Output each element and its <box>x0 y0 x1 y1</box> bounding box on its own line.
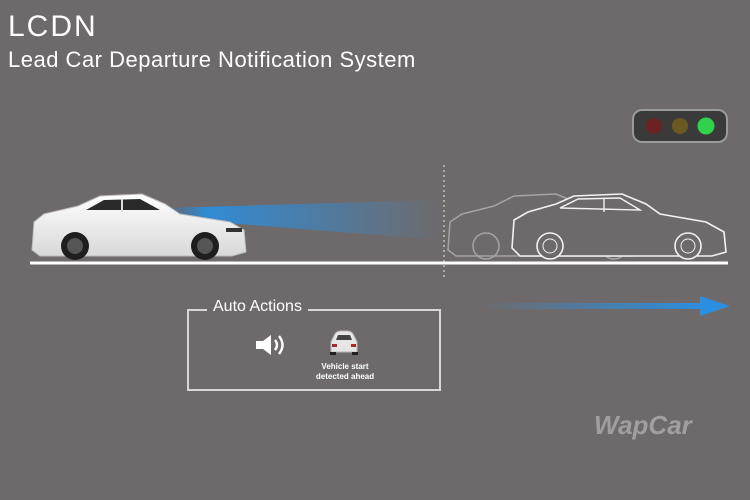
page-subtitle: Lead Car Departure Notification System <box>8 47 416 72</box>
speaker-icon <box>256 335 284 355</box>
sensor-beam <box>165 200 440 240</box>
car-caption-line1: Vehicle start <box>321 362 369 371</box>
car-icon <box>330 330 358 355</box>
lead-car-outline <box>511 193 727 260</box>
auto-actions-panel <box>187 309 441 391</box>
own-car <box>31 193 247 260</box>
car-icon-caption: Vehicle start detected ahead <box>300 362 390 382</box>
departure-arrow-icon <box>480 296 730 316</box>
traffic-light-icon <box>632 109 728 143</box>
auto-actions-title: Auto Actions <box>207 298 308 316</box>
watermark-logo: WapCar <box>594 410 692 440</box>
page-title: LCDN <box>8 10 98 43</box>
car-caption-line2: detected ahead <box>315 372 375 381</box>
